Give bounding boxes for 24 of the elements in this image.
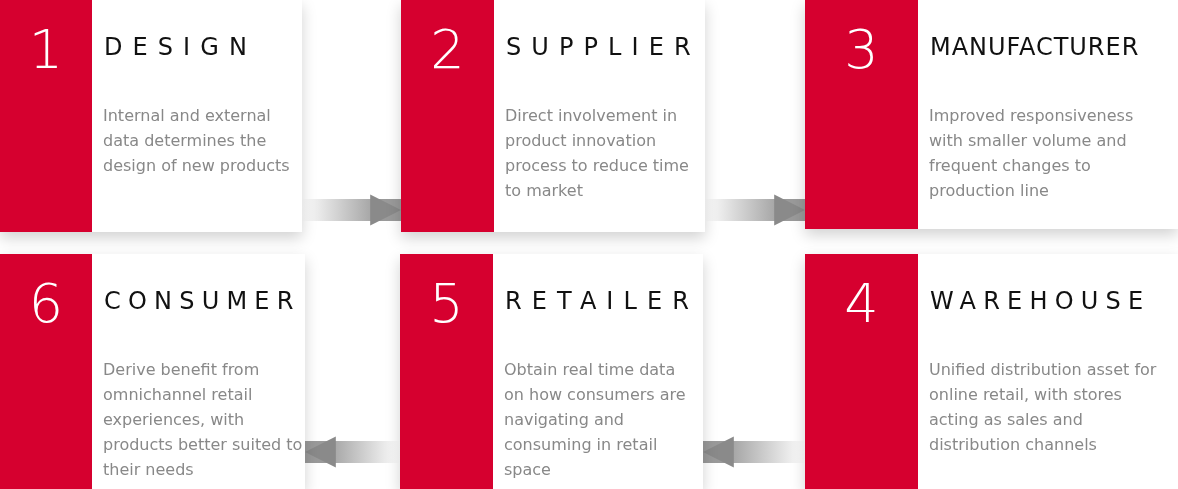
step-card: [805, 254, 1178, 489]
step-number: 5: [428, 272, 465, 336]
step-number: 6: [27, 272, 65, 336]
step-card: [400, 254, 703, 489]
step-number: 4: [843, 272, 880, 336]
step-title: CONSUMER: [104, 286, 301, 316]
step-title: RETAILER: [505, 286, 699, 316]
step-number: 3: [843, 18, 880, 82]
step-number: 2: [429, 18, 466, 82]
step-card: [0, 0, 302, 232]
step-card: [401, 0, 705, 232]
step-number: 1: [27, 18, 65, 82]
step-description: Improved responsiveness with smaller volume and frequent changes to production line: [929, 105, 1135, 202]
step-description: Obtain real time data on how consumers are navigating and consuming in retail space: [504, 359, 687, 481]
step-card: [805, 0, 1178, 229]
step-card: [0, 254, 305, 489]
step-title: SUPPLIER: [506, 32, 701, 62]
step-title: WAREHOUSE: [930, 286, 1151, 316]
step-description: Derive benefit from omnichannel retail experiences, with products better suited to their needs: [103, 359, 304, 481]
step-title: MANUFACTURER: [930, 32, 1140, 62]
step-description: Internal and external data determines the design of new products: [103, 105, 291, 177]
step-description: Unified distribution asset for online retail, with stores acting as sales and distribution channels: [929, 359, 1158, 456]
step-description: Direct involvement in product innovation process to reduce time to market: [505, 105, 690, 202]
step-title: DESIGN: [104, 32, 257, 62]
